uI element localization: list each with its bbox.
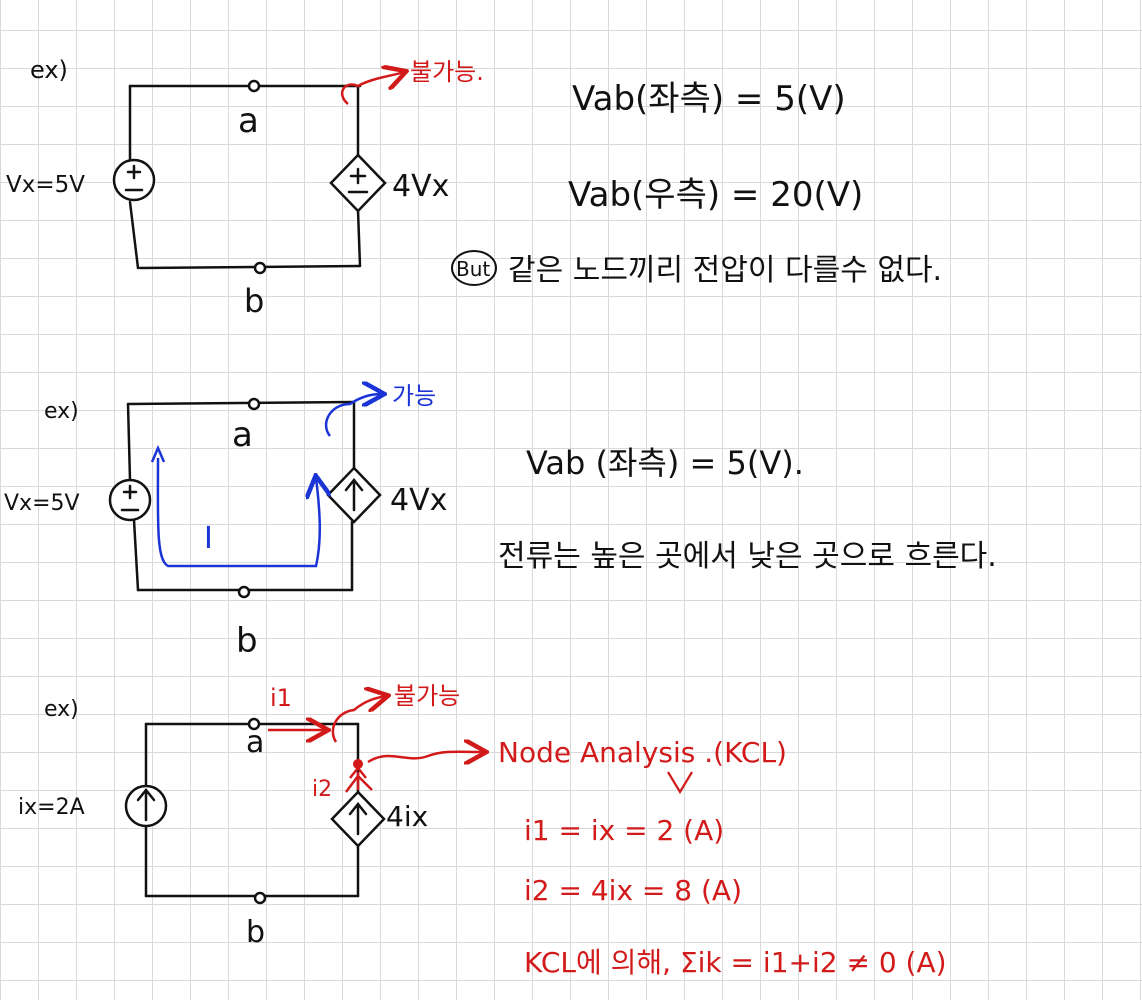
ex1-equation-right: Vab(우측) = 20(V) xyxy=(568,175,863,215)
example-2: ex) xyxy=(44,397,382,599)
ex1-wire-bottom xyxy=(138,264,362,270)
ex3-label: ex) xyxy=(44,697,79,722)
ex1-voltage-source-icon xyxy=(112,158,156,202)
ex1-impossible-note: 불가능. xyxy=(410,58,484,86)
ex3-impossible-note: 불가능 xyxy=(394,682,460,710)
ex1-but-label: But xyxy=(456,257,490,281)
ex2-left-source-label: Vx=5V xyxy=(4,491,80,516)
ex3-right-source-label: 4ix xyxy=(386,800,428,833)
ex2-label: ex) xyxy=(44,399,79,424)
ex2-wire-left-upper xyxy=(126,402,132,482)
ex2-conclusion: 전류는 높은 곳에서 낮은 곳으로 흐른다. xyxy=(498,539,997,574)
ex1-wire-left-lower xyxy=(128,200,140,270)
ex2-wire-top xyxy=(126,400,356,406)
ex1-conclusion: 같은 노드끼리 전압이 다를수 없다. xyxy=(508,253,942,288)
ex3-dependent-current-source-icon xyxy=(330,790,386,848)
ex1-node-a-label: a xyxy=(238,101,259,141)
ex3-node-dot xyxy=(353,759,363,769)
ex3-equation-2: i2 = 4ix = 8 (A) xyxy=(524,874,742,907)
ex1-equation-left: Vab(좌측) = 5(V) xyxy=(572,79,846,119)
ex3-impossible-arrow xyxy=(331,696,386,743)
ex3-i1-label: i1 xyxy=(270,684,292,712)
ex3-equation-1: i1 = ix = 2 (A) xyxy=(524,814,724,847)
ex2-current-loop-arrow xyxy=(156,457,320,568)
ex1-node-b xyxy=(253,261,267,275)
ex1-node-b-label: b xyxy=(244,282,264,320)
ex1-dependent-voltage-source-icon xyxy=(329,153,387,213)
ex2-node-a-label: a xyxy=(232,415,253,455)
ex2-equation: Vab (좌측) = 5(V). xyxy=(526,444,804,482)
ex2-node-a xyxy=(247,397,261,411)
ex2-right-source-label: 4Vx xyxy=(390,483,447,518)
ex2-wire-left-lower xyxy=(132,518,140,592)
ex1-wire-right-lower xyxy=(356,208,362,268)
ex2-current-up-arrowhead xyxy=(150,444,166,463)
ex3-left-source-label: ix=2A xyxy=(18,795,85,820)
ex2-current-label: I xyxy=(204,521,213,556)
ex1-left-source-label: Vx=5V xyxy=(6,172,85,198)
ex3-i2-label: i2 xyxy=(312,777,332,802)
ex1-node-a xyxy=(247,79,261,93)
ex2-node-b xyxy=(237,585,251,599)
ex3-node-b xyxy=(253,891,267,905)
ex3-current-source-icon xyxy=(124,784,168,828)
ex1-but-circle xyxy=(451,250,497,286)
ex2-voltage-source-icon xyxy=(108,478,152,522)
ex2-node-b-label: b xyxy=(236,621,258,661)
ex1-impossible-arrow xyxy=(340,72,404,105)
ex3-node-a xyxy=(247,717,261,731)
ex3-i2-arrow xyxy=(345,765,373,793)
ex1-label: ex) xyxy=(30,56,68,84)
ex3-node-b-label: b xyxy=(246,915,265,950)
ex3-kcl-pointer xyxy=(667,771,693,795)
ex3-equation-3: KCL에 의해, Σik = i1+i2 ≠ 0 (A) xyxy=(524,946,947,979)
ex3-node-a-label: a xyxy=(246,725,264,760)
ex2-possible-note: 가능 xyxy=(392,382,436,410)
example-3: ex) xyxy=(44,697,386,905)
ex2-possible-arrow xyxy=(324,394,382,437)
ex2-dependent-current-source-icon xyxy=(326,466,382,524)
ex3-node-analysis-label: Node Analysis .(KCL) xyxy=(498,736,787,769)
ex3-node-analysis-arrow xyxy=(367,752,484,762)
example-1: ex) xyxy=(30,56,387,275)
ex1-right-source-label: 4Vx xyxy=(392,169,449,204)
